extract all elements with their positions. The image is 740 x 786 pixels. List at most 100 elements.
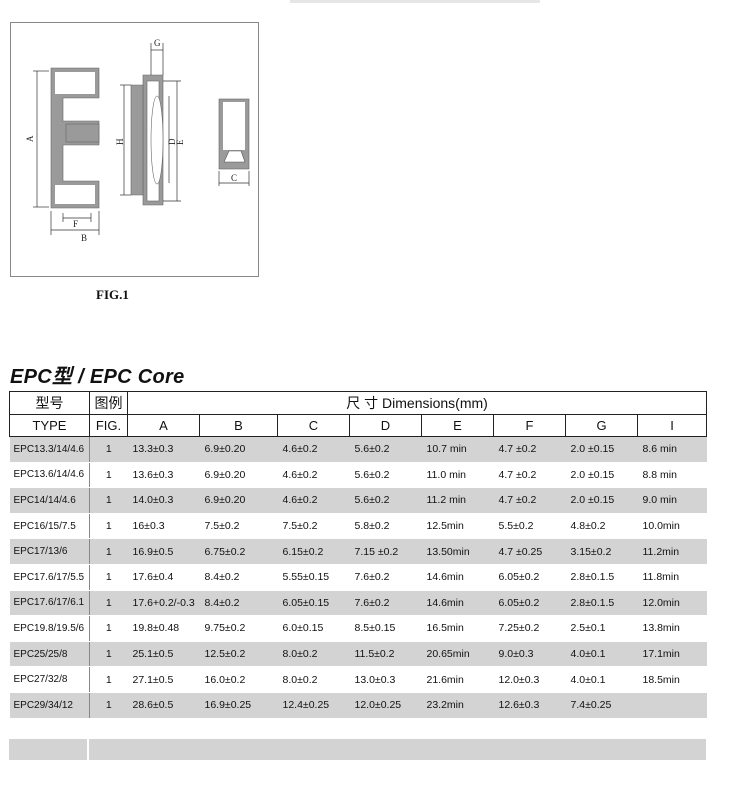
cell-b: 16.9±0.25	[199, 692, 278, 719]
cell-d: 7.15 ±0.2	[349, 538, 422, 565]
header-fig-en: FIG.	[89, 414, 128, 437]
cell-fig: 1	[89, 462, 128, 489]
cell-b: 9.75±0.2	[199, 615, 278, 642]
cell-c: 7.5±0.2	[277, 513, 350, 540]
cell-f: 4.7 ±0.2	[493, 436, 566, 463]
cell-a: 16±0.3	[127, 513, 200, 540]
cell-d: 8.5±0.15	[349, 615, 422, 642]
cell-a: 17.6±0.4	[127, 564, 200, 591]
cell-g: 7.4±0.25	[565, 692, 638, 719]
cell-type: EPC19.8/19.5/6	[9, 615, 90, 642]
cell-i: 11.2min	[637, 538, 707, 565]
cell-e: 16.5min	[421, 615, 494, 642]
cell-b: 6.9±0.20	[199, 436, 278, 463]
cell-i: 18.5min	[637, 666, 707, 693]
header-col-c: C	[277, 414, 350, 437]
cell-a: 14.0±0.3	[127, 487, 200, 514]
header-col-g: G	[565, 414, 638, 437]
cell-type: EPC16/15/7.5	[9, 513, 90, 540]
cell-fig: 1	[89, 487, 128, 514]
cell-f: 12.0±0.3	[493, 666, 566, 693]
label-b: B	[81, 233, 87, 243]
cell-c: 6.0±0.15	[277, 615, 350, 642]
cell-c: 8.0±0.2	[277, 641, 350, 668]
cell-e: 10.7 min	[421, 436, 494, 463]
cell-a: 25.1±0.5	[127, 641, 200, 668]
cell-f: 4.7 ±0.25	[493, 538, 566, 565]
cell-c: 12.4±0.25	[277, 692, 350, 719]
cell-g: 4.0±0.1	[565, 666, 638, 693]
cell-f: 4.7 ±0.2	[493, 487, 566, 514]
cell-fig: 1	[89, 692, 128, 719]
cell-type: EPC27/32/8	[9, 666, 90, 693]
cell-g: 2.5±0.1	[565, 615, 638, 642]
cell-i: 13.8min	[637, 615, 707, 642]
cell-f: 9.0±0.3	[493, 641, 566, 668]
header-col-f: F	[493, 414, 566, 437]
cell-b: 7.5±0.2	[199, 513, 278, 540]
cell-b: 6.9±0.20	[199, 462, 278, 489]
cell-d: 13.0±0.3	[349, 666, 422, 693]
cell-type: EPC13.3/14/4.6	[9, 436, 90, 463]
cell-d: 7.6±0.2	[349, 564, 422, 591]
cell-fig: 1	[89, 564, 128, 591]
cell-g: 2.0 ±0.15	[565, 462, 638, 489]
cell-g: 2.0 ±0.15	[565, 487, 638, 514]
cell-a: 27.1±0.5	[127, 666, 200, 693]
cell-c: 8.0±0.2	[277, 666, 350, 693]
cell-g: 4.8±0.2	[565, 513, 638, 540]
cell-c: 6.05±0.15	[277, 590, 350, 617]
label-g: G	[154, 38, 161, 48]
label-d: D	[167, 138, 177, 145]
cell-i: 17.1min	[637, 641, 707, 668]
figure-1-drawing: A F B H D E G C	[10, 22, 259, 277]
cell-d: 11.5±0.2	[349, 641, 422, 668]
cell-d: 7.6±0.2	[349, 590, 422, 617]
figure-caption: FIG.1	[96, 287, 129, 302]
cell-fig: 1	[89, 513, 128, 540]
cell-e: 20.65min	[421, 641, 494, 668]
cell-fig: 1	[89, 615, 128, 642]
cell-a: 17.6+0.2/-0.3	[127, 590, 200, 617]
header-fig-cn: 图例	[89, 391, 128, 415]
cell-i: 8.6 min	[637, 436, 707, 463]
cell-e: 14.6min	[421, 590, 494, 617]
cell-b: 8.4±0.2	[199, 590, 278, 617]
header-col-i: I	[636, 414, 708, 437]
cell-fig: 1	[89, 666, 128, 693]
cell-b: 16.0±0.2	[199, 666, 278, 693]
cell-i: 8.8 min	[637, 462, 707, 489]
cell-b: 6.75±0.2	[199, 538, 278, 565]
cell-c: 4.6±0.2	[277, 487, 350, 514]
cell-g: 2.8±0.1.5	[565, 590, 638, 617]
cell-a: 16.9±0.5	[127, 538, 200, 565]
cell-g: 4.0±0.1	[565, 641, 638, 668]
cell-e: 11.2 min	[421, 487, 494, 514]
cell-d: 12.0±0.25	[349, 692, 422, 719]
cell-type: EPC17/13/6	[9, 538, 90, 565]
cell-b: 6.9±0.20	[199, 487, 278, 514]
cell-type: EPC13.6/14/4.6	[9, 462, 90, 489]
top-edge-fragment	[290, 0, 540, 3]
cell-e: 14.6min	[421, 564, 494, 591]
header-col-b: B	[199, 414, 278, 437]
cell-type: EPC25/25/8	[9, 641, 90, 668]
cell-d: 5.8±0.2	[349, 513, 422, 540]
cell-c: 5.55±0.15	[277, 564, 350, 591]
cell-fig: 1	[89, 538, 128, 565]
header-type-cn: 型号	[9, 391, 90, 415]
cell-i	[637, 692, 707, 719]
header-dimensions: 尺 寸 Dimensions(mm)	[126, 391, 708, 415]
section-title: EPC型 / EPC Core	[10, 366, 185, 388]
cell-g: 2.0 ±0.15	[565, 436, 638, 463]
label-c: C	[231, 173, 237, 183]
label-h: H	[115, 138, 125, 145]
